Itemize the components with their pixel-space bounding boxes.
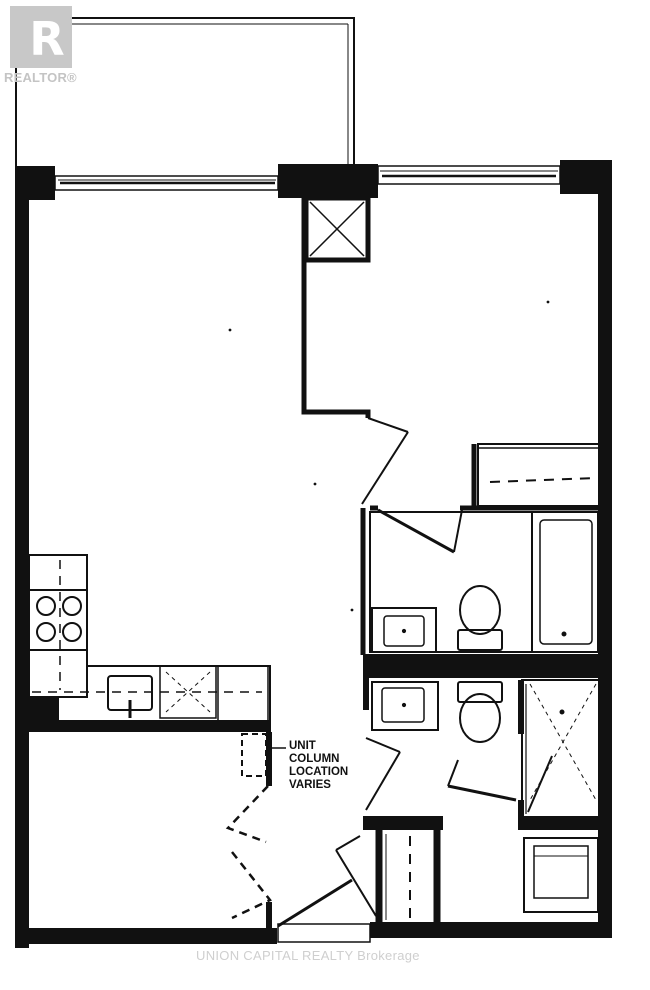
bedroom-closet bbox=[477, 443, 601, 507]
realtor-logo-text: REALTOR® bbox=[4, 70, 77, 85]
exterior-walls bbox=[15, 160, 612, 948]
unit-note-line-4: VARIES bbox=[289, 779, 331, 791]
unit-note-line-1: UNIT bbox=[289, 740, 316, 752]
unit-column-note: UNIT COLUMN LOCATION VARIES bbox=[289, 740, 369, 792]
bath-door bbox=[365, 737, 517, 811]
realtor-logo[interactable]: R REALTOR® bbox=[4, 4, 77, 88]
washer-dryer bbox=[523, 837, 599, 913]
unit-note-line-2: COLUMN bbox=[289, 753, 340, 765]
bedroom-door bbox=[361, 417, 463, 554]
unit-note-line-3: LOCATION bbox=[289, 766, 349, 778]
realtor-r-icon: R bbox=[29, 12, 65, 66]
duct-shaft bbox=[303, 195, 371, 263]
unit-column bbox=[241, 733, 267, 777]
interior-walls bbox=[301, 198, 600, 655]
main-bath bbox=[371, 679, 601, 819]
ensuite-bath bbox=[369, 511, 601, 653]
kitchen bbox=[28, 554, 271, 723]
entry-door bbox=[277, 835, 377, 943]
windows bbox=[54, 165, 561, 191]
balcony-outline bbox=[15, 17, 355, 166]
den-bifold-door bbox=[225, 785, 272, 920]
brokerage-watermark: UNION CAPITAL REALTY Brokerage bbox=[196, 948, 420, 963]
entry-closet bbox=[375, 829, 441, 923]
realtor-logo-box: R bbox=[10, 6, 72, 68]
